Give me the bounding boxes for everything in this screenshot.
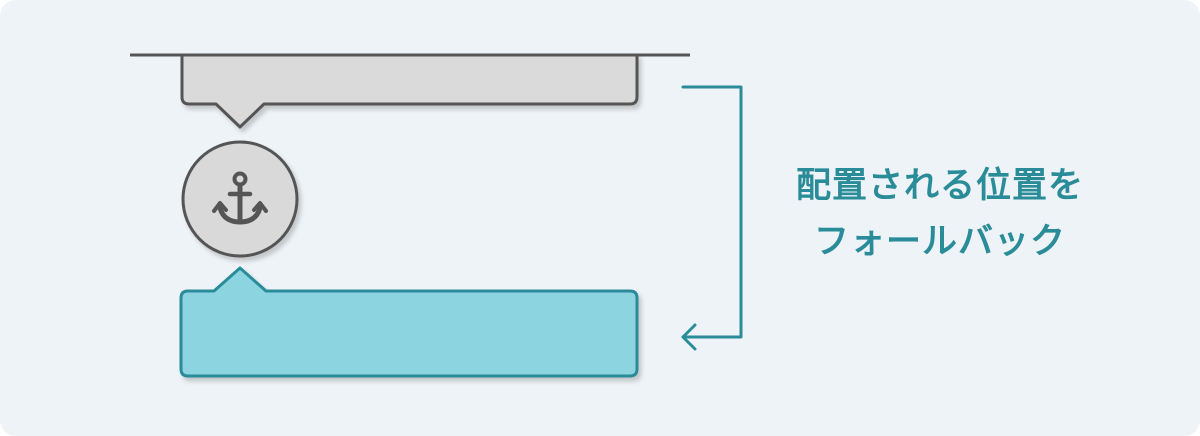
caption-line-1: 配置される位置を (795, 166, 1084, 206)
caption-line-2: フォールバック (813, 222, 1066, 262)
anchor-icon (212, 171, 268, 225)
fallback-popup (179, 266, 639, 378)
original-popup (180, 53, 639, 129)
anchor-element (181, 140, 299, 258)
fallback-caption: 配置される位置を フォールバック (740, 158, 1140, 270)
fallback-arrow (681, 85, 743, 351)
arrow-left-icon (681, 323, 697, 351)
